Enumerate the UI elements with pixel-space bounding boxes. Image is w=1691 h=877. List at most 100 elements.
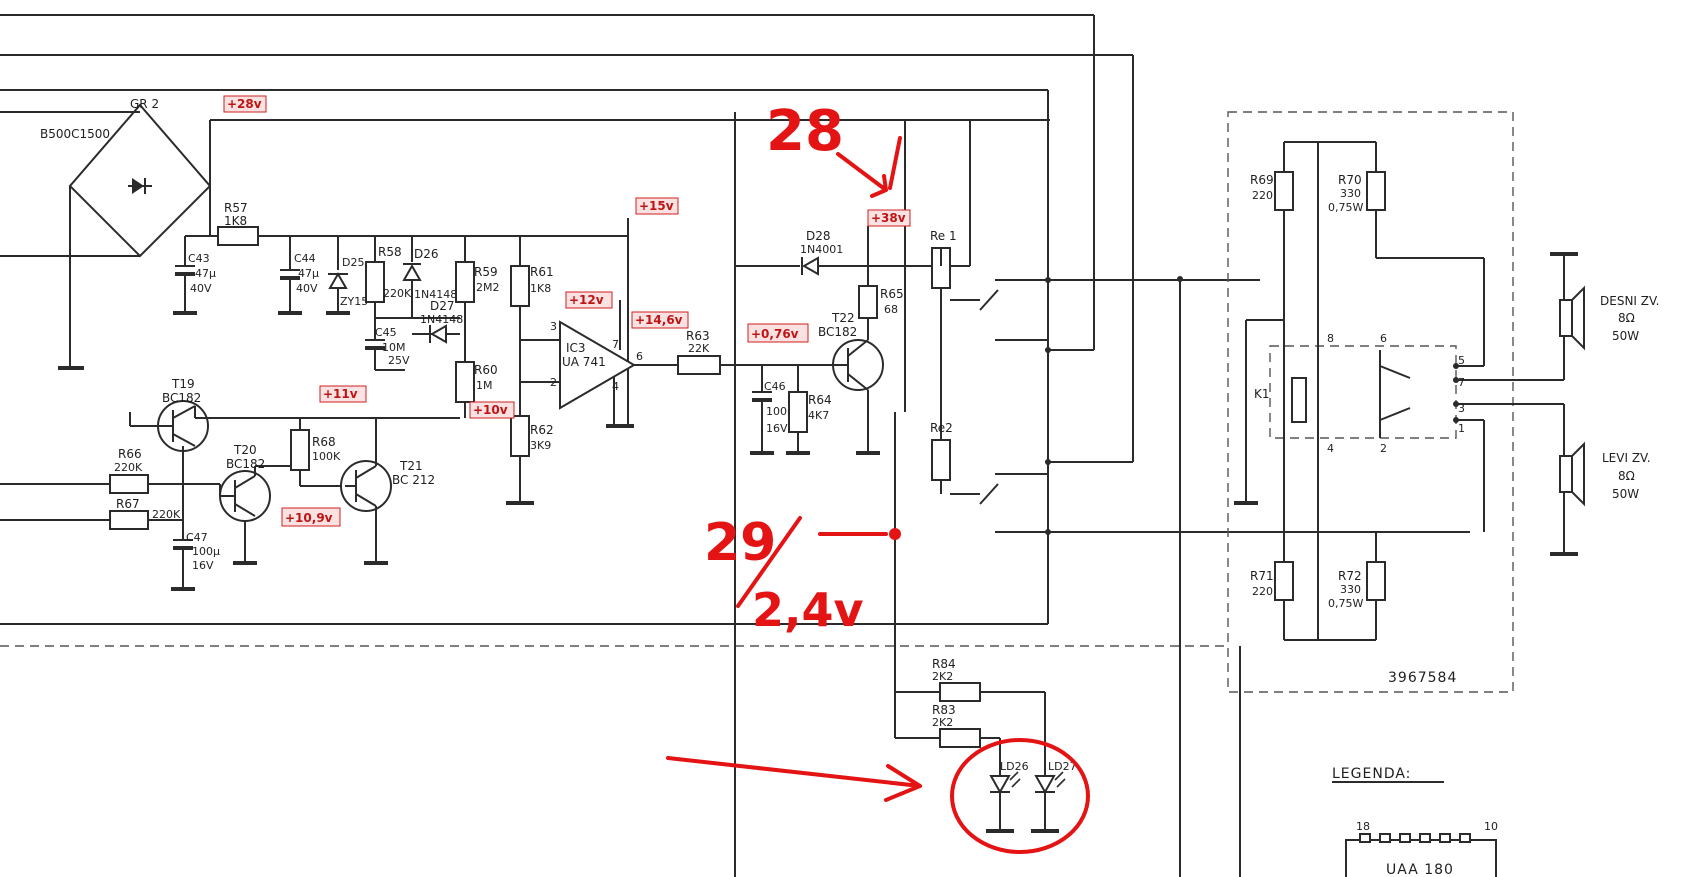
r57-resistor: [217, 226, 259, 246]
uaa180-ic-outline: [1345, 833, 1497, 877]
r68-value: 100K: [312, 450, 341, 463]
c45-capacitance: 10M: [382, 341, 406, 354]
ic3-part: UA 741: [562, 355, 606, 369]
k1-relay-outline: [1269, 345, 1457, 439]
c45-label: C45: [375, 326, 397, 339]
svg-text:+0,76v: +0,76v: [751, 327, 799, 341]
frame-wires: [0, 14, 1241, 877]
r72-value: 330: [1340, 583, 1361, 596]
ld27-label: LD27: [1048, 760, 1077, 773]
t19-part: BC182: [162, 391, 201, 405]
r62-value: 3K9: [530, 439, 551, 452]
r70-value: 330: [1340, 187, 1361, 200]
k1-relay: [1234, 319, 1564, 505]
r62-label: R62: [530, 423, 554, 437]
ic3-pin3: 3: [550, 320, 557, 333]
svg-text:+12v: +12v: [569, 293, 604, 307]
c43-voltage: 40V: [190, 282, 212, 295]
ic3-pin2: 2: [550, 376, 557, 389]
left-speaker-power: 50W: [1612, 487, 1639, 501]
r68-resistor: [290, 418, 345, 487]
r60-resistor: [455, 361, 475, 418]
c44-capacitance: 47µ: [298, 267, 319, 280]
svg-text:+28v: +28v: [227, 97, 262, 111]
r69-value: 220: [1252, 189, 1273, 202]
bridge-rectifier-gr2: [0, 103, 1050, 370]
r67-resistor: [0, 510, 183, 530]
k1-pin3: 3: [1458, 402, 1465, 415]
d27-label: D27: [430, 299, 455, 313]
r83-resistor: [939, 728, 981, 748]
ic3-op-amp: [559, 300, 678, 428]
t20-transistor: [219, 465, 300, 565]
c43-label: C43: [188, 252, 210, 265]
legend-title: LEGENDA:: [1332, 766, 1411, 782]
r57-label: R57: [224, 201, 248, 215]
ic3-pin6: 6: [636, 350, 643, 363]
r67-label: R67: [116, 497, 140, 511]
r65-label: R65: [880, 287, 904, 301]
r69-resistor: [1274, 141, 1376, 562]
handwritten-2-4v: 2,4v: [752, 583, 863, 637]
r64-label: R64: [808, 393, 832, 407]
r69-label: R69: [1250, 173, 1274, 187]
voltage-tag-12v: +12v: [565, 291, 613, 309]
r71-value: 220: [1252, 585, 1273, 598]
d25-zener-diode: [326, 236, 350, 315]
r83-value: 2K2: [932, 716, 953, 729]
c45-capacitor: [365, 318, 405, 371]
svg-text:+10v: +10v: [473, 403, 508, 417]
re1-relay: [904, 120, 1048, 412]
r66-resistor: [0, 474, 220, 494]
t22-label: T22: [831, 311, 855, 325]
r61-resistor: [510, 236, 560, 416]
voltage-tag-0-76v: +0,76v: [747, 323, 809, 343]
bus-nodes: [1045, 276, 1183, 535]
r70-label: R70: [1338, 173, 1362, 187]
svg-text:+15v: +15v: [639, 199, 674, 213]
r63-value: 22K: [688, 342, 710, 355]
r58-value: 220K: [383, 287, 412, 300]
svg-text:+10,9v: +10,9v: [285, 511, 333, 525]
voltage-tag-15v: +15v: [635, 197, 679, 215]
r83-label: R83: [932, 703, 956, 717]
t21-transistor: [340, 418, 392, 565]
d28-diode: [735, 120, 971, 276]
r61-label: R61: [530, 265, 554, 279]
c47-capacitance: 100µ: [192, 545, 220, 558]
r60-value: 1M: [476, 379, 493, 392]
arrow-stroke: [888, 136, 902, 190]
left-speaker: [1550, 404, 1585, 556]
t22-part: BC182: [818, 325, 857, 339]
d25-label: D25: [342, 256, 364, 269]
r84-resistor: [939, 682, 981, 702]
d28-part: 1N4001: [800, 243, 843, 256]
svg-text:+38v: +38v: [871, 211, 906, 225]
k1-pin7: 7: [1458, 376, 1465, 389]
r62-resistor: [506, 381, 560, 505]
led-driver-wires: [894, 412, 1046, 760]
uaa180-pin10: 10: [1484, 820, 1498, 833]
r59-label: R59: [474, 265, 498, 279]
c46-voltage: 16V: [766, 422, 788, 435]
r66-value: 220K: [114, 461, 143, 474]
r72-power: 0,75W: [1328, 597, 1363, 610]
k1-label: K1: [1254, 387, 1270, 401]
r66-label: R66: [118, 447, 142, 461]
c45-voltage: 25V: [388, 354, 410, 367]
svg-text:+14,6v: +14,6v: [635, 313, 683, 327]
right-speaker-power: 50W: [1612, 329, 1639, 343]
d27-part: 1N4148: [420, 313, 463, 326]
t22-transistor: [810, 318, 884, 455]
r72-resistor: [1366, 420, 1485, 640]
c46-capacitance: 100µ: [766, 405, 794, 418]
r68-label: R68: [312, 435, 336, 449]
c43-capacitance: 47µ: [195, 267, 216, 280]
r84-label: R84: [932, 657, 956, 671]
voltage-tag-14-6v: +14,6v: [631, 311, 689, 329]
ic3-label: IC3: [566, 341, 586, 355]
voltage-tag-10-9v: +10,9v: [281, 507, 341, 527]
r61-value: 1K8: [530, 282, 551, 295]
c47-capacitor: [171, 539, 195, 591]
